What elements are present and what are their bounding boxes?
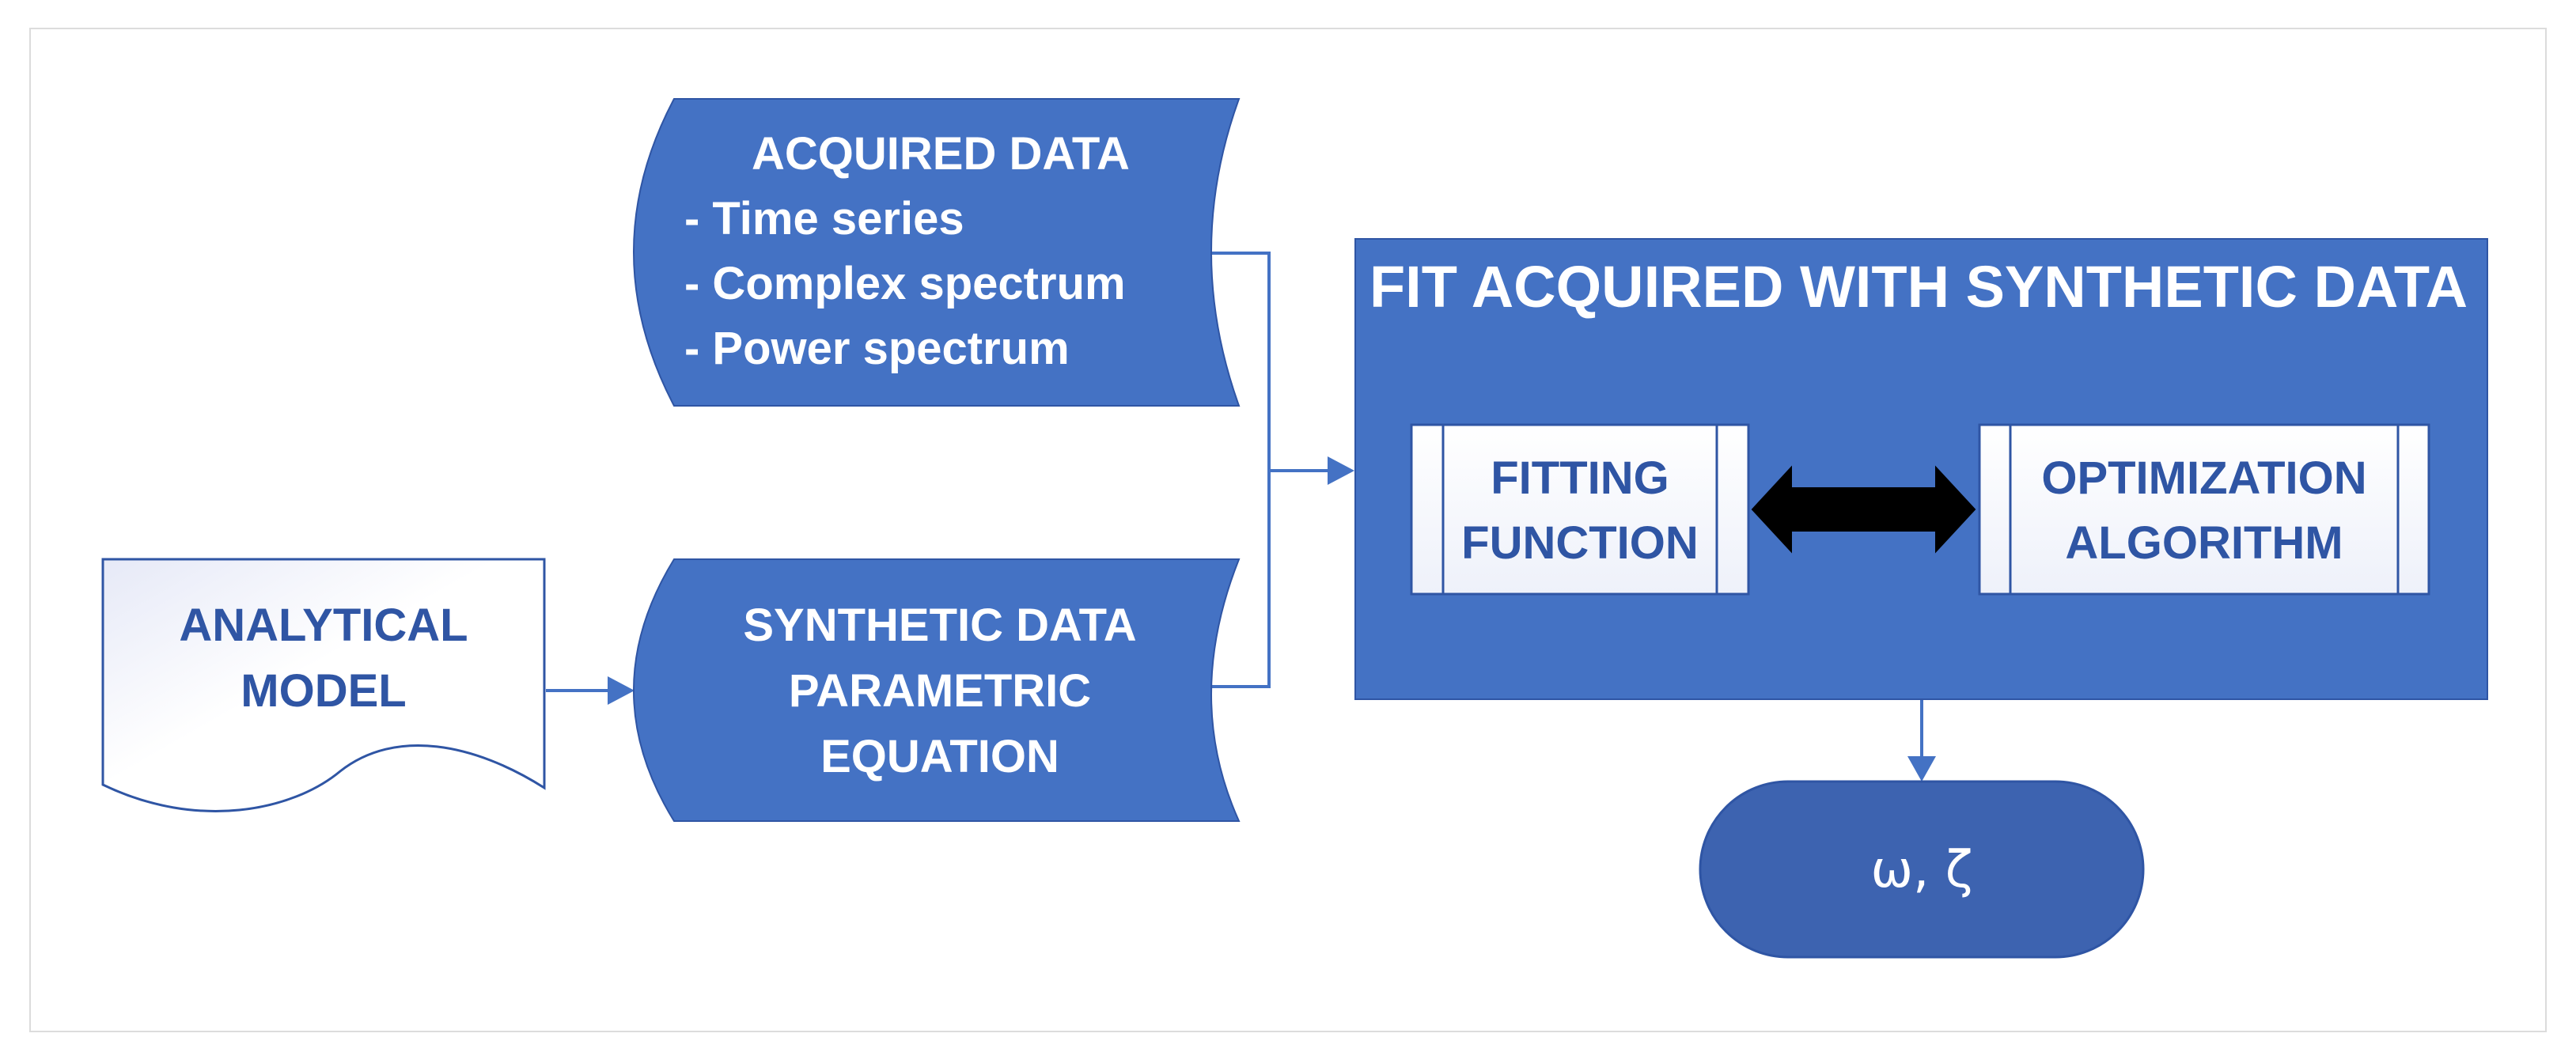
acquired-data-title: ACQUIRED DATA <box>752 128 1130 180</box>
arrowhead-into-fit <box>1328 456 1354 485</box>
analytical-model-line-2: MODEL <box>241 665 406 717</box>
acquired-data-shape <box>633 98 1241 407</box>
result-label: ω, ζ <box>1870 841 1972 899</box>
optimization-algorithm-shape <box>1978 423 2430 596</box>
analytical-model-node: ANALYTICAL MODEL <box>101 558 546 812</box>
synthetic-data-line-3: EQUATION <box>820 731 1059 782</box>
acquired-data-node: ACQUIRED DATA - Time series - Complex sp… <box>633 98 1241 407</box>
synthetic-data-shape <box>633 558 1241 822</box>
fitting-function-shape <box>1410 423 1750 596</box>
optimization-algorithm-line-2: ALGORITHM <box>2065 517 2343 569</box>
bidirectional-arrow <box>1751 465 1976 554</box>
fit-box-title: FIT ACQUIRED WITH SYNTHETIC DATA <box>1369 254 2468 320</box>
connectors <box>546 252 1923 761</box>
synthetic-data-node: SYNTHETIC DATA PARAMETRIC EQUATION <box>633 558 1241 822</box>
acquired-data-item-time-series: - Time series <box>684 193 964 244</box>
synthetic-data-line-1: SYNTHETIC DATA <box>743 600 1136 651</box>
result-shape <box>1699 780 2145 959</box>
analytical-model-shape <box>101 558 546 812</box>
acquired-data-item-power-spectrum: - Power spectrum <box>684 323 1070 374</box>
arrowhead-into-result <box>1907 756 1936 782</box>
optimization-algorithm-node: OPTIMIZATION ALGORITHM <box>1978 423 2430 596</box>
connector-acquired-to-junction <box>1209 252 1271 471</box>
optimization-algorithm-line-1: OPTIMIZATION <box>2041 452 2366 504</box>
analytical-model-line-1: ANALYTICAL <box>179 600 468 651</box>
fitting-function-line-2: FUNCTION <box>1461 517 1699 569</box>
fit-box: FIT ACQUIRED WITH SYNTHETIC DATA FITTING… <box>1354 238 2488 700</box>
acquired-data-item-complex-spectrum: - Complex spectrum <box>684 258 1126 309</box>
fitting-function-line-1: FITTING <box>1491 452 1669 504</box>
arrowhead-into-synthetic <box>608 676 635 705</box>
connector-synthetic-to-junction <box>1209 471 1271 688</box>
fitting-function-node: FITTING FUNCTION <box>1410 423 1750 596</box>
arrowheads <box>608 456 1936 782</box>
synthetic-data-line-2: PARAMETRIC <box>789 665 1091 717</box>
result-node: ω, ζ <box>1699 780 2145 959</box>
